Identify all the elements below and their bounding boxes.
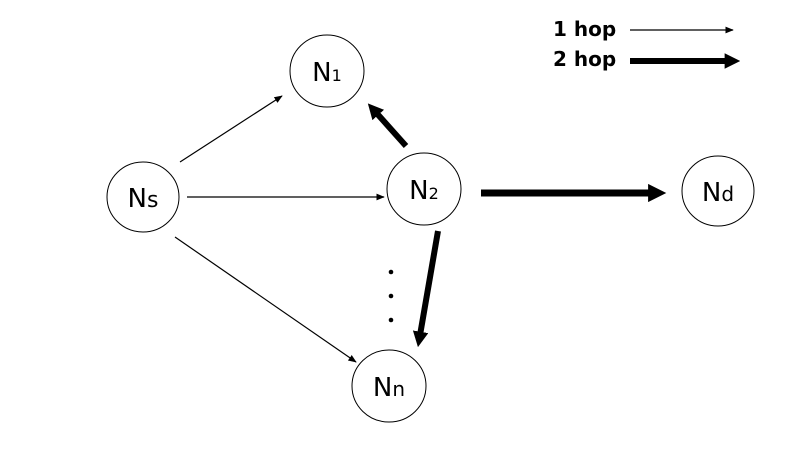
svg-text:N2: N2 — [409, 176, 439, 206]
svg-text:Nd: Nd — [702, 178, 734, 208]
svg-text:N1: N1 — [312, 58, 342, 88]
one-hop-edges — [174, 95, 385, 363]
node-n2: N2 — [386, 152, 462, 226]
legend-two-hop-label: 2 hop — [553, 47, 616, 71]
node-nd-circle — [681, 155, 755, 227]
node-ns-sub: s — [147, 188, 158, 213]
edge-n2-nn — [412, 230, 441, 348]
node-n2-sub: 2 — [429, 184, 439, 203]
node-n2-circle — [386, 152, 462, 226]
node-nn-sub: n — [392, 377, 405, 401]
svg-text:Nn: Nn — [373, 373, 405, 403]
edge-ns-n1 — [179, 95, 283, 163]
node-nd-main: N — [702, 178, 721, 208]
legend: 1 hop 2 hop — [553, 17, 741, 71]
node-n1-main: N — [312, 58, 331, 88]
node-n1-sub: 1 — [332, 66, 342, 85]
node-ns-circle — [106, 161, 180, 233]
node-ns: Ns — [106, 161, 180, 233]
svg-text:Ns: Ns — [128, 184, 159, 214]
edge-ns-nn — [174, 236, 357, 363]
node-n1: N1 — [289, 34, 365, 108]
node-nd: Nd — [681, 155, 755, 227]
vertical-ellipsis — [388, 269, 394, 323]
legend-one-hop-label: 1 hop — [553, 17, 616, 41]
node-nd-sub: d — [721, 182, 734, 206]
node-nn-main: N — [373, 373, 392, 403]
edge-n2-n1 — [367, 103, 409, 149]
two-hop-edges — [367, 103, 667, 348]
node-nn: Nn — [351, 349, 427, 423]
node-ns-main: N — [128, 184, 147, 214]
node-n2-main: N — [409, 176, 428, 206]
node-n1-circle — [289, 34, 365, 108]
node-nn-circle — [351, 349, 427, 423]
